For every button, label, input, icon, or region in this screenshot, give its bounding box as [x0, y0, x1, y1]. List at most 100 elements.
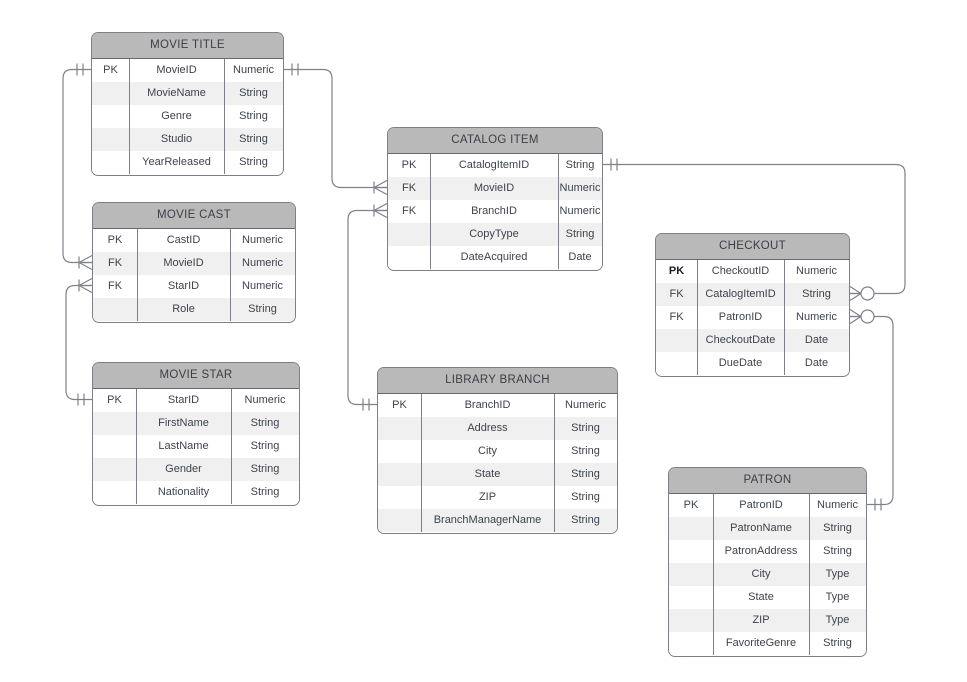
field-cell: FavoriteGenre: [725, 637, 797, 649]
table-row: PK CatalogItemID String: [388, 154, 602, 177]
field-cell: MovieID: [473, 182, 515, 194]
key-cell: [93, 458, 136, 481]
key-cell: [378, 417, 421, 440]
key-cell: [656, 329, 697, 352]
key-cell: [669, 517, 713, 540]
relationship-line-catalog-item-to-library-branch[interactable]: [347, 202, 388, 411]
field-cell: LastName: [158, 440, 209, 452]
column-divider: [230, 229, 231, 321]
key-cell: PK: [107, 234, 123, 246]
relationship-line-movie-title-to-movie-cast[interactable]: [62, 63, 93, 271]
table-row: State String: [378, 463, 617, 486]
key-cell: [378, 463, 421, 486]
field-cell: State: [474, 468, 501, 480]
type-cell: Numeric: [242, 280, 283, 292]
type-cell: String: [823, 637, 852, 649]
column-divider: [697, 260, 698, 375]
type-cell: String: [571, 468, 600, 480]
column-divider: [136, 389, 137, 504]
column-divider: [421, 394, 422, 532]
cardinality-marker-one: [76, 63, 84, 76]
type-cell: String: [250, 440, 280, 452]
cardinality-marker-one-or-many: [78, 254, 93, 271]
key-cell: FK: [669, 288, 684, 300]
cardinality-marker-zero-or-many: [849, 285, 875, 302]
type-cell: String: [248, 303, 277, 315]
field-cell: Role: [172, 303, 195, 315]
table-title: MOVIE CAST: [93, 203, 295, 229]
key-cell: [92, 128, 129, 151]
key-cell: PK: [668, 265, 685, 277]
type-cell: Type: [825, 591, 850, 603]
key-cell: PK: [401, 159, 417, 171]
table-title: PATRON: [669, 468, 866, 494]
cardinality-marker-one: [610, 158, 618, 171]
type-cell: String: [823, 522, 852, 534]
type-cell: Date: [568, 251, 592, 263]
table-row: PatronAddress String: [669, 540, 866, 563]
field-cell: CheckoutID: [711, 265, 770, 277]
relationship-line-movie-title-to-catalog-item[interactable]: [284, 63, 388, 196]
table-title: CATALOG ITEM: [388, 128, 602, 154]
field-cell: PatronAddress: [724, 545, 798, 557]
field-cell: ZIP: [478, 491, 497, 503]
key-cell: PK: [107, 394, 122, 406]
field-cell: CopyType: [469, 228, 519, 240]
key-cell: [669, 632, 713, 655]
type-cell: Type: [825, 568, 850, 580]
table-title: MOVIE STAR: [93, 363, 299, 389]
table-row: LastName String: [93, 435, 299, 458]
key-cell: [388, 223, 430, 246]
relationship-line-catalog-item-to-checkout[interactable]: [603, 158, 906, 302]
type-cell: Numeric: [817, 499, 858, 511]
type-cell: String: [250, 463, 280, 475]
type-cell: String: [565, 159, 595, 171]
type-cell: String: [823, 545, 852, 557]
type-cell: Numeric: [796, 311, 837, 323]
field-cell: Studio: [160, 133, 193, 145]
type-cell: String: [802, 288, 831, 300]
table-row: Role String: [93, 298, 295, 321]
column-divider: [558, 154, 559, 269]
key-cell: [378, 486, 421, 509]
relationship-line-checkout-to-patron[interactable]: [849, 308, 894, 511]
type-cell: String: [239, 156, 268, 168]
type-cell: Date: [804, 357, 829, 369]
cardinality-marker-one-or-many: [373, 202, 388, 219]
field-cell: CatalogItemID: [458, 159, 530, 171]
field-cell: StarID: [167, 280, 200, 292]
type-cell: Numeric: [559, 205, 601, 217]
field-cell: PatronID: [739, 499, 783, 511]
key-cell: [388, 246, 430, 269]
field-cell: CatalogItemID: [705, 288, 776, 300]
column-divider: [129, 59, 130, 174]
relationship-line-movie-cast-to-movie-star[interactable]: [65, 277, 93, 406]
